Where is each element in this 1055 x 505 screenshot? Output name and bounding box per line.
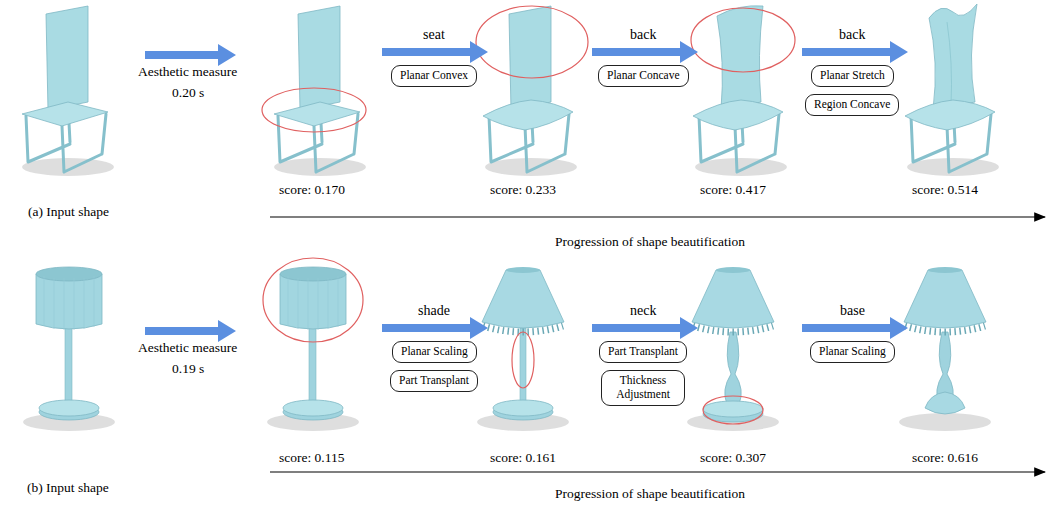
- operation-box: Region Concave: [805, 94, 899, 116]
- operation-box: Planar Concave: [598, 65, 689, 87]
- operation-box: Part Transplant: [599, 341, 687, 363]
- operation-name: Thickness Adjustment: [610, 374, 676, 402]
- annotation: Aesthetic measure: [138, 64, 237, 80]
- panel-label: (a) Input shape: [28, 204, 109, 220]
- part-name: back: [839, 27, 865, 43]
- score-label: score: 0.115: [279, 450, 344, 466]
- operation-name: Planar Scaling: [819, 345, 886, 359]
- panel-label: (b) Input shape: [27, 480, 109, 496]
- operation-name: Planar Concave: [607, 69, 680, 83]
- operation-box: Planar Scaling: [810, 341, 895, 363]
- part-name: back: [630, 27, 656, 43]
- operation-box: Thickness Adjustment: [601, 370, 685, 406]
- axis-caption: Progression of shape beautification: [555, 234, 745, 250]
- operation-name: Part Transplant: [608, 345, 678, 359]
- part-name: neck: [630, 303, 656, 319]
- part-name: shade: [418, 303, 450, 319]
- operation-name: Region Concave: [814, 98, 890, 112]
- operation-box: Planar Stretch: [811, 65, 894, 87]
- operation-name: Part Transplant: [399, 374, 469, 388]
- operation-name: Planar Convex: [400, 69, 468, 83]
- operation-name: Planar Scaling: [401, 345, 468, 359]
- score-label: score: 0.233: [490, 182, 556, 198]
- part-name: seat: [423, 27, 445, 43]
- score-label: score: 0.514: [912, 182, 978, 198]
- annotation: 0.19 s: [172, 361, 204, 377]
- score-label: score: 0.170: [279, 182, 345, 198]
- score-label: score: 0.417: [700, 182, 766, 198]
- annotation: 0.20 s: [172, 85, 204, 101]
- operation-name: Planar Stretch: [820, 69, 885, 83]
- score-label: score: 0.161: [490, 450, 556, 466]
- axis-caption: Progression of shape beautification: [555, 486, 745, 502]
- operation-box: Part Transplant: [390, 370, 478, 392]
- annotation: Aesthetic measure: [138, 340, 237, 356]
- score-label: score: 0.616: [912, 450, 978, 466]
- operation-box: Planar Convex: [391, 65, 477, 87]
- operation-box: Planar Scaling: [392, 341, 477, 363]
- score-label: score: 0.307: [700, 450, 766, 466]
- part-name: base: [840, 303, 865, 319]
